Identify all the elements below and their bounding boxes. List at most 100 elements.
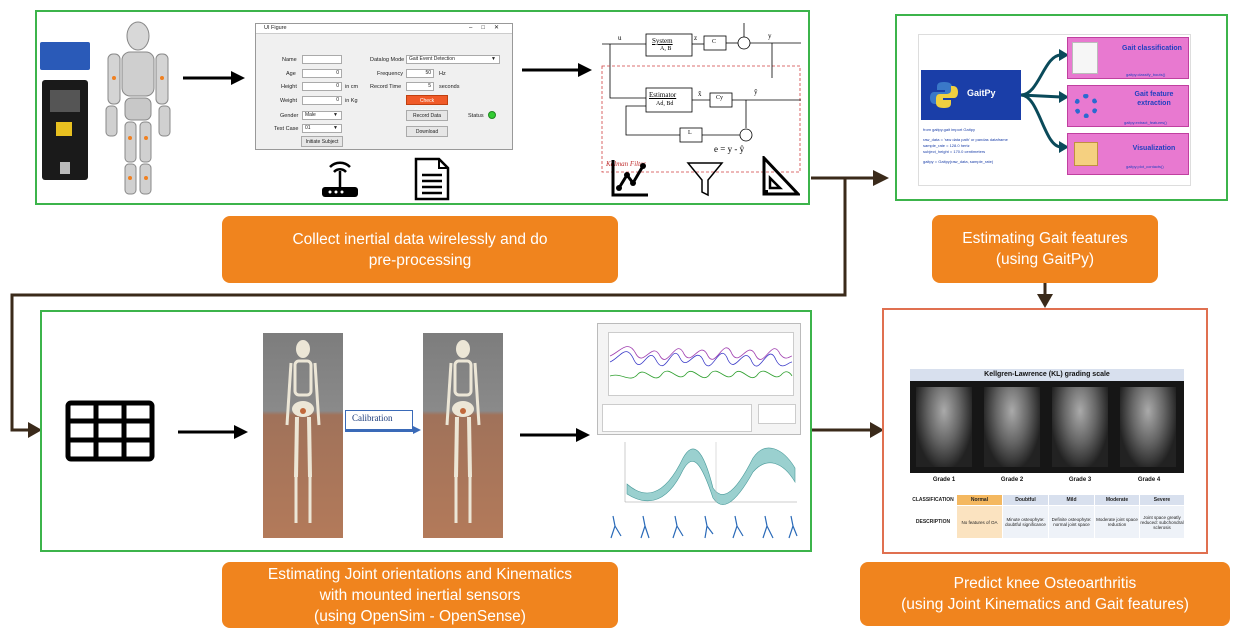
filter-funnel-icon: [686, 162, 724, 197]
system-block-params: A, B: [660, 46, 672, 52]
kl-grading-figure: Kellgren-Lawrence (KL) grading scale Gra…: [910, 369, 1184, 540]
system-block-label: System: [652, 37, 673, 45]
status-indicator-icon: [488, 111, 496, 119]
imu-sensor-board: [40, 42, 90, 70]
class-moderate: Moderate: [1095, 495, 1139, 505]
knee-xray: [1120, 387, 1176, 467]
unit-weight: in Kg: [345, 98, 358, 104]
triangle-ruler-icon: [762, 156, 800, 196]
gaitpy-card-features: Gait feature extraction gaitpy.extract_f…: [1067, 85, 1189, 127]
gaitpy-card-classification: Gait classification gaitpy.classify_bout…: [1067, 37, 1189, 79]
c-block-label: C: [712, 39, 717, 45]
card-title: Gait classification: [1122, 45, 1182, 52]
desc-severe: Joint space greatly reduced: subchondral…: [1140, 506, 1184, 538]
label-u: u: [618, 34, 622, 42]
gender-select[interactable]: Male▼: [302, 111, 342, 120]
unit-height: in cm: [345, 84, 359, 90]
grade-label: Grade 1: [932, 477, 956, 483]
window-titlebar: UI Figure –□✕: [256, 24, 512, 34]
record-time-field[interactable]: 5: [406, 82, 434, 91]
caption-predict: Predict knee Osteoarthritis (using Joint…: [860, 562, 1230, 626]
nodemcu-board: [42, 80, 88, 180]
gaitpy-diagram: GaitPy Gait classification gaitpy.classi…: [918, 34, 1191, 186]
label-height: Height: [281, 84, 297, 90]
label-xhat: x̂: [698, 90, 702, 98]
knee-xray: [916, 387, 972, 467]
card-sub: gaitpy.plot_contacts(): [1126, 164, 1164, 169]
desc-moderate: Moderate joint space reduction: [1095, 506, 1139, 538]
skeleton-scene-calibrated: [423, 333, 503, 538]
caption-gait: Estimating Gait features (using GaitPy): [932, 215, 1158, 283]
l-block-label: L: [688, 130, 692, 136]
age-field[interactable]: 0: [302, 69, 342, 78]
estimator-block-params: Ad, Bd: [656, 101, 674, 107]
card-sub: gaitpy.classify_bouts(): [1126, 72, 1166, 77]
gaitpy-code: from gaitpy.gait import Gaitpy raw_data …: [923, 127, 1008, 164]
label-weight: Weight: [280, 98, 298, 104]
record-data-button[interactable]: Record Data: [406, 110, 448, 121]
label-y: y: [768, 32, 772, 40]
label-name: Name: [282, 57, 297, 63]
kinematics-plot-window: [597, 323, 801, 435]
gear-icon: [1074, 94, 1098, 118]
calibration-arrow: Calibration: [345, 410, 423, 434]
label-z: z: [694, 34, 698, 42]
line-chart-icon: [611, 160, 648, 197]
datalog-mode-select[interactable]: Gait Event Detection▼: [406, 55, 500, 64]
caption-joint: Estimating Joint orientations and Kinema…: [222, 562, 618, 628]
skeleton-figure: [285, 340, 321, 523]
label-datalog-mode: Datalog Mode: [370, 57, 405, 63]
card-title: Visualization: [1132, 145, 1176, 152]
grade-label: Grade 4: [1137, 477, 1161, 483]
arrow-right-icon: [520, 428, 590, 442]
class-mild: Mild: [1049, 495, 1094, 505]
class-severe: Severe: [1140, 495, 1184, 505]
humanoid-figure: [105, 21, 171, 195]
height-field[interactable]: 0: [302, 82, 342, 91]
document-icon: [414, 157, 450, 201]
knee-xray-strip: [910, 381, 1184, 473]
weight-field[interactable]: 0: [302, 96, 342, 105]
skeleton-scene-uncalibrated: [263, 333, 343, 538]
row-label-classification: CLASSIFICATION: [912, 497, 954, 503]
initiate-subject-button[interactable]: Initiate Subject: [301, 136, 343, 147]
calibration-label: Calibration: [352, 413, 393, 423]
estimator-block-label: Estimator: [649, 91, 677, 99]
window-controls[interactable]: –□✕: [469, 25, 508, 31]
gaitpy-card-visualization: Visualization gaitpy.plot_contacts(): [1067, 133, 1189, 175]
chart-window-icon: [1074, 142, 1098, 166]
card-sub: gaitpy.extract_features(): [1124, 120, 1167, 125]
desc-mild: Definite osteophyte: normal joint space: [1049, 506, 1094, 538]
gaitpy-logo-box: GaitPy: [921, 70, 1021, 120]
download-button[interactable]: Download: [406, 126, 448, 137]
label-age: Age: [286, 71, 296, 77]
wireless-router-icon: [322, 161, 358, 197]
knee-xray: [984, 387, 1040, 467]
desc-doubtful: Minute osteophyte: doubtful significance: [1003, 506, 1048, 538]
skeleton-figure: [445, 340, 481, 523]
test-case-select[interactable]: 01▼: [302, 124, 342, 133]
class-normal: Normal: [957, 495, 1002, 505]
grade-label: Grade 3: [1068, 477, 1092, 483]
class-doubtful: Doubtful: [1003, 495, 1048, 505]
unit-record-time: seconds: [439, 84, 460, 90]
window-title: UI Figure: [264, 25, 287, 31]
arrow-right-icon: [178, 425, 248, 439]
label-test-case: Test Case: [274, 126, 299, 132]
caption-collect: Collect inertial data wirelessly and do …: [222, 216, 618, 283]
name-field[interactable]: [302, 55, 342, 64]
kalman-filter-diagram: u System A, B z C y Estimator Ad, Bd x̂ …: [596, 18, 806, 178]
label-yhat: ŷ: [754, 88, 758, 96]
label-record-time: Record Time: [370, 84, 402, 90]
kl-title: Kellgren-Lawrence (KL) grading scale: [910, 369, 1184, 381]
scatter-plot-icon: [1072, 42, 1098, 74]
desc-normal: No features of OA: [957, 506, 1002, 538]
knee-xray: [1052, 387, 1108, 467]
arrow-right-icon: [522, 63, 592, 77]
frequency-field[interactable]: 50: [406, 69, 434, 78]
error-equation: e = y - ŷ: [714, 144, 745, 154]
label-gender: Gender: [280, 113, 299, 119]
gaitpy-name: GaitPy: [967, 88, 996, 98]
knee-angle-plot: [603, 438, 801, 514]
